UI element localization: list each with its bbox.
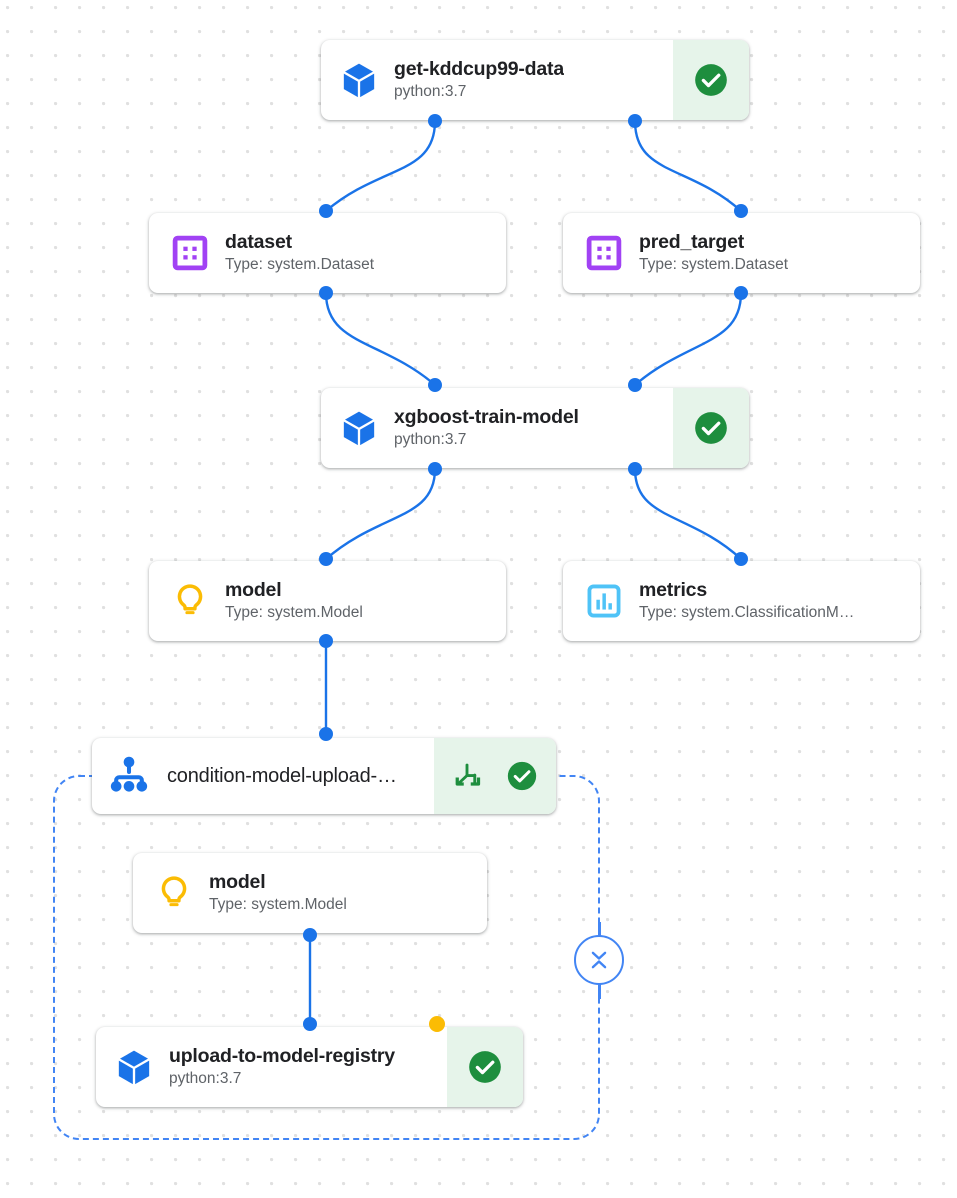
port-model-out[interactable] <box>319 634 333 648</box>
port-metrics-in[interactable] <box>734 552 748 566</box>
node-status-succeeded <box>673 40 749 120</box>
port-xgboost-out-left[interactable] <box>428 462 442 476</box>
bar-chart-icon <box>581 578 627 624</box>
dataset-grid-icon <box>167 230 213 276</box>
chevron-down-up-icon <box>591 951 607 969</box>
port-dataset-out[interactable] <box>319 286 333 300</box>
edge-xgboost-metrics <box>633 468 742 560</box>
edge-dataset-xgboost <box>324 292 436 386</box>
check-circle-icon <box>695 64 727 96</box>
node-title: xgboost-train-model <box>394 405 579 428</box>
node-text: model Type: system.Model <box>225 579 363 624</box>
node-xgboost-train-model[interactable]: xgboost-train-model python:3.7 <box>321 388 749 468</box>
port-getdata-out-left[interactable] <box>428 114 442 128</box>
node-text: xgboost-train-model python:3.7 <box>394 406 579 451</box>
node-pred-target[interactable]: pred_target Type: system.Dataset <box>563 213 920 293</box>
port-predtarget-in[interactable] <box>734 204 748 218</box>
cube-icon <box>111 1044 157 1090</box>
edge-xgboost-model <box>325 468 437 560</box>
check-circle-icon <box>507 761 536 791</box>
lightbulb-icon <box>151 870 197 916</box>
node-body: model Type: system.Model <box>149 561 506 641</box>
node-title: metrics <box>639 578 707 601</box>
port-dataset-in[interactable] <box>319 204 333 218</box>
node-body: model Type: system.Model <box>133 853 487 933</box>
port-xgboost-in-right[interactable] <box>628 378 642 392</box>
node-title: pred_target <box>639 230 745 253</box>
port-xgboost-in-left[interactable] <box>428 378 442 392</box>
node-text: model Type: system.Model <box>209 871 347 916</box>
node-subtitle: Type: system.Model <box>209 896 347 914</box>
node-text: pred_target Type: system.Dataset <box>639 231 788 276</box>
node-body: condition-model-upload-… <box>92 738 434 814</box>
node-upload-to-model-registry[interactable]: upload-to-model-registry python:3.7 <box>96 1027 523 1107</box>
dataset-grid-icon <box>581 230 627 276</box>
node-subtitle: Type: system.Dataset <box>225 256 375 274</box>
node-text: get-kddcup99-data python:3.7 <box>394 58 564 103</box>
node-metrics[interactable]: metrics Type: system.ClassificationM… <box>563 561 920 641</box>
node-title: dataset <box>225 230 292 253</box>
node-model[interactable]: model Type: system.Model <box>149 561 506 641</box>
node-dataset[interactable]: dataset Type: system.Dataset <box>149 213 506 293</box>
cube-icon <box>336 405 382 451</box>
node-get-kddcup99-data[interactable]: get-kddcup99-data python:3.7 <box>321 40 749 120</box>
node-title: upload-to-model-registry <box>169 1044 395 1067</box>
node-status-succeeded <box>447 1027 523 1107</box>
hierarchy-tree-icon <box>103 750 155 802</box>
port-predtarget-out[interactable] <box>734 286 748 300</box>
port-getdata-out-right[interactable] <box>628 114 642 128</box>
port-upload-warning[interactable] <box>429 1016 445 1032</box>
node-body: xgboost-train-model python:3.7 <box>321 388 673 468</box>
node-title: get-kddcup99-data <box>394 57 564 80</box>
collapse-subdag-toggle[interactable] <box>574 935 624 985</box>
node-body: metrics Type: system.ClassificationM… <box>563 561 920 641</box>
node-title: condition-model-upload-… <box>167 765 397 787</box>
node-condition-model-upload[interactable]: condition-model-upload-… <box>92 738 556 814</box>
port-model-in[interactable] <box>319 552 333 566</box>
node-text: metrics Type: system.ClassificationM… <box>639 579 854 624</box>
check-circle-icon <box>469 1051 501 1083</box>
node-subtitle: python:3.7 <box>169 1070 242 1088</box>
port-upload-in[interactable] <box>303 1017 317 1031</box>
node-subtitle: python:3.7 <box>394 431 467 449</box>
node-subtitle: python:3.7 <box>394 83 467 101</box>
port-xgboost-out-right[interactable] <box>628 462 642 476</box>
edge-getdata-dataset <box>325 120 437 212</box>
node-body: dataset Type: system.Dataset <box>149 213 506 293</box>
node-subtitle: Type: system.Dataset <box>639 256 789 274</box>
node-title: model <box>209 870 266 893</box>
edge-predtarget-xgboost <box>634 292 743 386</box>
cube-icon <box>336 57 382 103</box>
node-title: model <box>225 578 282 601</box>
node-body: upload-to-model-registry python:3.7 <box>96 1027 447 1107</box>
node-status-succeeded <box>673 388 749 468</box>
node-subtitle: Type: system.ClassificationM… <box>639 604 855 622</box>
lightbulb-icon <box>167 578 213 624</box>
node-body: get-kddcup99-data python:3.7 <box>321 40 673 120</box>
node-body: pred_target Type: system.Dataset <box>563 213 920 293</box>
port-model-inner-out[interactable] <box>303 928 317 942</box>
check-circle-icon <box>695 412 727 444</box>
node-text: upload-to-model-registry python:3.7 <box>169 1045 395 1090</box>
node-status-succeeded <box>434 738 556 814</box>
edge-getdata-predtarget <box>633 120 742 212</box>
node-subtitle: Type: system.Model <box>225 604 363 622</box>
port-condition-in[interactable] <box>319 727 333 741</box>
node-text: dataset Type: system.Dataset <box>225 231 374 276</box>
node-model-inner[interactable]: model Type: system.Model <box>133 853 487 933</box>
branch-split-down-icon <box>455 763 480 786</box>
node-text: condition-model-upload-… <box>167 765 397 787</box>
